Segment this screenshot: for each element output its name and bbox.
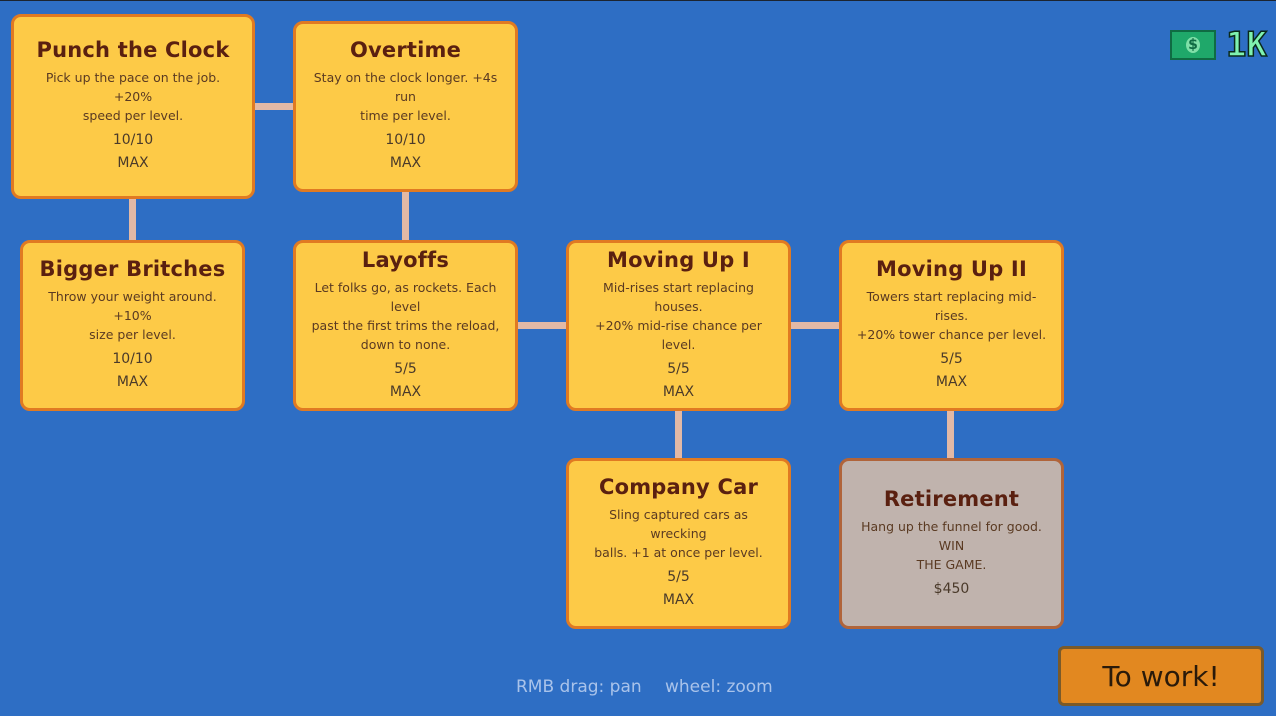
upgrade-status: MAX — [662, 383, 695, 400]
upgrade-node-layoffs[interactable]: Layoffs Let folks go, as rockets. Each l… — [293, 240, 518, 411]
upgrade-level: 10/10 — [112, 132, 154, 148]
upgrade-title: Bigger Britches — [39, 257, 226, 281]
upgrade-node-moving-up-2[interactable]: Moving Up II Towers start replacing mid-… — [839, 240, 1064, 411]
connector-punch-overtime — [253, 103, 295, 110]
currency-display: $ 1K — [1170, 24, 1268, 66]
upgrade-title: Moving Up I — [607, 247, 750, 272]
upgrade-status: MAX — [117, 155, 149, 171]
upgrade-node-retirement[interactable]: Retirement Hang up the funnel for good. … — [839, 458, 1064, 629]
upgrade-level: 5/5 — [394, 360, 417, 377]
upgrade-level: 5/5 — [667, 360, 690, 377]
upgrade-title: Overtime — [349, 38, 462, 62]
upgrade-level: 10/10 — [385, 132, 426, 148]
upgrade-node-punch-the-clock[interactable]: Punch the Clock Pick up the pace on the … — [11, 14, 255, 199]
upgrade-status: MAX — [935, 374, 968, 390]
upgrade-level: 5/5 — [940, 351, 963, 367]
upgrade-cost: $450 — [933, 581, 970, 597]
upgrade-description: Throw your weight around. +10%size per l… — [48, 289, 217, 342]
upgrade-title: Moving Up II — [876, 257, 1027, 281]
connector-movingup1-companycar — [675, 409, 682, 460]
connector-layoffs-movingup1 — [516, 322, 568, 329]
upgrade-level: 10/10 — [112, 351, 153, 367]
upgrade-title: Layoffs — [361, 247, 450, 272]
upgrade-description: Towers start replacing mid-rises.+20% to… — [856, 289, 1047, 342]
upgrade-status: MAX — [389, 155, 422, 171]
upgrade-node-overtime[interactable]: Overtime Stay on the clock longer. +4s r… — [293, 21, 518, 192]
upgrade-level: 5/5 — [667, 569, 690, 585]
dollar-bill-icon: $ — [1170, 30, 1216, 60]
upgrade-status: MAX — [662, 592, 695, 608]
connector-punch-britches — [129, 197, 136, 242]
upgrade-title: Punch the Clock — [36, 38, 230, 62]
upgrade-node-company-car[interactable]: Company Car Sling captured cars as wreck… — [566, 458, 791, 629]
connector-movingup1-movingup2 — [789, 322, 841, 329]
connector-overtime-layoffs — [402, 191, 409, 242]
zoom-hint: wheel: zoom — [665, 677, 773, 697]
upgrade-node-moving-up-1[interactable]: Moving Up I Mid-rises start replacing ho… — [566, 240, 791, 411]
connector-movingup2-retirement — [947, 409, 954, 460]
upgrade-node-bigger-britches[interactable]: Bigger Britches Throw your weight around… — [20, 240, 245, 411]
upgrade-title: Retirement — [883, 487, 1020, 511]
upgrade-description: Pick up the pace on the job. +20%speed p… — [45, 70, 221, 123]
upgrade-description: Mid-rises start replacing houses.+20% mi… — [595, 279, 762, 352]
pan-hint: RMB drag: pan — [516, 677, 642, 697]
upgrade-status: MAX — [116, 374, 149, 390]
to-work-button[interactable]: To work! — [1058, 646, 1264, 706]
upgrade-title: Company Car — [598, 475, 758, 499]
upgrade-status: MAX — [389, 383, 422, 400]
money-amount: 1K — [1225, 24, 1267, 66]
